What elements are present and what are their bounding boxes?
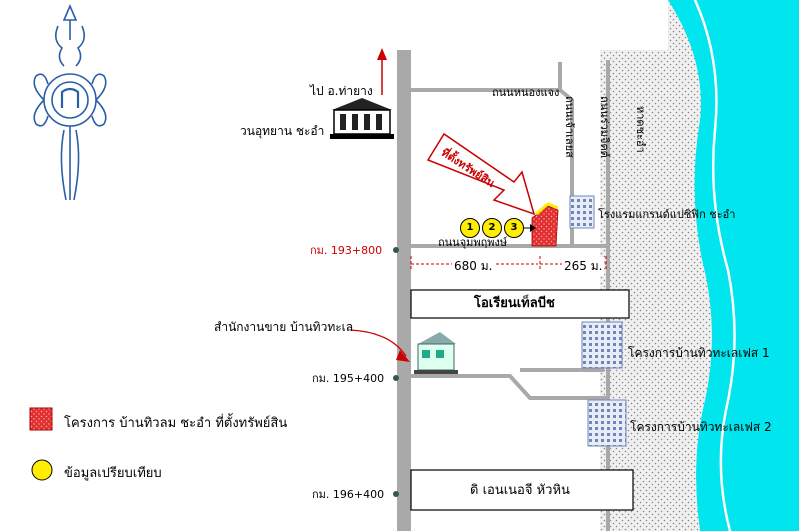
park-building-icon <box>330 98 394 139</box>
oriental-beach-label: โอเรียนเท็ลบีช <box>474 296 555 311</box>
main-highway <box>397 50 411 531</box>
comparable-marker-1: 1 <box>460 218 480 238</box>
road-vertical-2-label: ถนนร่วมจิตต์ <box>598 96 611 158</box>
comparable-pointer-head <box>530 224 536 232</box>
property-pointer-arrow <box>426 132 536 216</box>
north-arrow-icon <box>377 48 387 95</box>
sales-office-icon <box>414 332 458 374</box>
road-property-label: ถนนจุมพฤพงษ์ <box>438 236 508 249</box>
legend-comparable-text: ข้อมูลเปรียบเทียบ <box>64 466 162 481</box>
km-marker-2: กม. 195+400 <box>312 372 385 385</box>
oriental-beach-box <box>410 289 630 319</box>
sea-wave-line <box>693 0 736 531</box>
km-marker-1: กม. 193+800 <box>310 244 383 257</box>
logo-emblem <box>33 3 107 201</box>
road-north-label: ถนนหนองแจง <box>492 86 560 99</box>
comparable-marker-2: 2 <box>482 218 502 238</box>
km-marker-3: กม. 196+400 <box>312 488 385 501</box>
phase1-label: โครงการบ้านทิวทะเลเฟส 1 <box>628 346 770 360</box>
phase2-label: โครงการบ้านทิวทะเลเฟส 2 <box>630 420 772 434</box>
legend-property-text: โครงการ บ้านทิวลม ชะอำ ที่ตั้งทรัพย์สิน <box>64 416 288 431</box>
road-vertical-1-label: ถนนเจ้าเลยส <box>563 96 576 158</box>
property-yellow-edge <box>535 202 559 216</box>
sea-area <box>668 0 799 531</box>
phase2-building <box>587 399 627 447</box>
north-direction-label: ไป อ.ท่ายาง <box>310 84 373 98</box>
distance-265: 265 ม. <box>562 257 605 276</box>
comparable-marker-3: 3 <box>504 218 524 238</box>
sales-office-pointer-head <box>396 350 410 362</box>
legend-comparable-swatch <box>31 459 53 481</box>
phase1-building-a <box>581 321 623 369</box>
legend-property-swatch <box>29 407 53 431</box>
property-plot <box>531 205 559 247</box>
km-dot-2 <box>393 375 399 381</box>
sales-office-pointer <box>349 329 407 357</box>
park-label: วนอุทยาน ชะอำ <box>240 124 325 138</box>
hotel-building <box>569 195 595 229</box>
beach-area <box>600 0 712 531</box>
km-dot-3 <box>393 491 399 497</box>
beach-label: หาดชะอำ <box>634 106 647 153</box>
dk-label: ดิ เอนเนอจี หัวหิน <box>470 483 570 498</box>
dk-box <box>410 469 634 511</box>
km-dot-1 <box>393 247 399 253</box>
sales-office-label: สำนักงานขาย บ้านทิวทะเล <box>214 320 354 334</box>
distance-680: 680 ม. <box>452 257 495 276</box>
hotel-label: โรงแรมแกรนด์แปซิฟิก ชะอำ <box>598 208 736 221</box>
